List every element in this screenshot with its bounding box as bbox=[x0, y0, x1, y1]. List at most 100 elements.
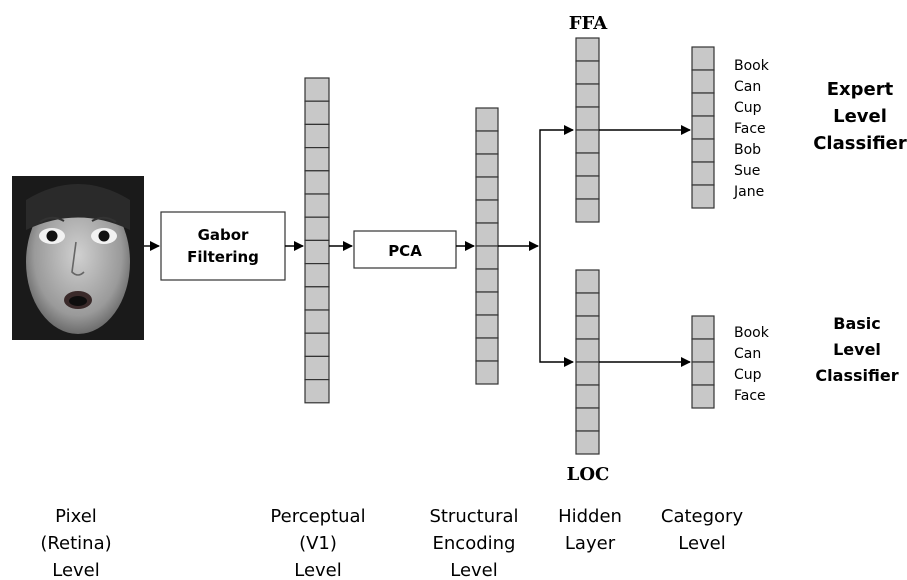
vector-cell bbox=[575, 269, 600, 294]
svg-text:Structural: Structural bbox=[429, 506, 518, 527]
category-label: Cup bbox=[734, 367, 762, 383]
gabor-filtering-box: Gabor Filtering bbox=[160, 211, 286, 281]
vector-cell bbox=[475, 360, 499, 385]
vector-cell bbox=[304, 100, 330, 125]
category-label: Face bbox=[734, 121, 766, 137]
vector-cell bbox=[691, 315, 715, 340]
svg-text:(Retina): (Retina) bbox=[40, 533, 111, 554]
expert-classifier-title: Expert Level Classifier bbox=[813, 79, 907, 154]
vector-cell bbox=[304, 309, 330, 334]
basic-classifier-title: Basic Level Classifier bbox=[815, 314, 898, 385]
vector-cell bbox=[304, 123, 330, 149]
structural-level-label: Structural Encoding Level bbox=[429, 506, 518, 580]
vector-cell bbox=[575, 106, 600, 131]
category-label: Can bbox=[734, 346, 761, 362]
vector-cell bbox=[475, 130, 499, 155]
vector-cell bbox=[304, 193, 330, 218]
vector-cell bbox=[304, 147, 330, 172]
expert-output-vector bbox=[691, 46, 715, 209]
vector-cell bbox=[575, 361, 600, 386]
vector-cell bbox=[304, 332, 330, 358]
vector-cell bbox=[304, 286, 330, 311]
vector-cell bbox=[475, 222, 499, 247]
vector-cell bbox=[691, 384, 715, 409]
category-label: Cup bbox=[734, 100, 762, 116]
vector-cell bbox=[475, 199, 499, 224]
vector-cell bbox=[475, 268, 499, 293]
vector-cell bbox=[691, 69, 715, 94]
vector-cell bbox=[575, 175, 600, 200]
vector-cell bbox=[691, 361, 715, 386]
svg-text:Category: Category bbox=[661, 506, 744, 527]
perceptual-level-label: Perceptual (V1) Level bbox=[270, 506, 365, 580]
vector-cell bbox=[575, 198, 600, 223]
svg-text:Classifier: Classifier bbox=[815, 366, 898, 385]
structural-vector bbox=[475, 107, 499, 385]
vector-cell bbox=[691, 161, 715, 186]
category-label: Sue bbox=[734, 163, 760, 179]
vector-cell bbox=[304, 263, 330, 288]
category-label: Book bbox=[734, 58, 770, 74]
vector-cell bbox=[575, 83, 600, 108]
svg-text:Pixel: Pixel bbox=[55, 506, 97, 527]
perceptual-vector bbox=[304, 77, 330, 404]
vector-cell bbox=[691, 92, 715, 117]
category-label: Book bbox=[734, 325, 770, 341]
ffa-hidden-vector bbox=[575, 37, 600, 223]
svg-text:Encoding: Encoding bbox=[433, 533, 516, 554]
vector-cell bbox=[691, 338, 715, 363]
svg-text:PCA: PCA bbox=[388, 242, 422, 260]
pixel-level-label: Pixel (Retina) Level bbox=[40, 506, 111, 580]
category-label: Face bbox=[734, 388, 766, 404]
svg-text:Level: Level bbox=[294, 560, 342, 580]
ffa-label: FFA bbox=[569, 13, 609, 34]
category-label: Jane bbox=[733, 184, 764, 200]
pca-box: PCA bbox=[353, 230, 457, 269]
svg-text:Hidden: Hidden bbox=[558, 506, 622, 527]
vector-cell bbox=[304, 355, 330, 381]
vector-cell bbox=[304, 239, 330, 265]
svg-text:Level: Level bbox=[450, 560, 498, 580]
vector-cell bbox=[575, 315, 600, 340]
vector-cell bbox=[475, 153, 499, 178]
svg-text:Gabor: Gabor bbox=[198, 226, 249, 244]
svg-text:Basic: Basic bbox=[833, 314, 880, 333]
vector-cell bbox=[304, 379, 330, 404]
vector-cell bbox=[575, 60, 600, 85]
connection-arrows bbox=[144, 125, 691, 367]
category-label: Bob bbox=[734, 142, 761, 158]
vector-cell bbox=[575, 430, 600, 455]
vector-cell bbox=[575, 338, 600, 363]
svg-text:Level: Level bbox=[678, 533, 726, 554]
vector-cell bbox=[691, 115, 715, 140]
svg-text:Level: Level bbox=[833, 340, 881, 359]
vector-cell bbox=[475, 107, 499, 132]
vector-cell bbox=[304, 77, 330, 102]
loc-hidden-vector bbox=[575, 269, 600, 455]
vector-cell bbox=[475, 291, 499, 316]
vector-cell bbox=[475, 245, 499, 270]
basic-output-vector bbox=[691, 315, 715, 409]
face-image bbox=[12, 176, 144, 340]
arrow-split-to-ffa bbox=[539, 125, 574, 246]
svg-text:Filtering: Filtering bbox=[187, 248, 259, 266]
vector-cell bbox=[475, 314, 499, 339]
vector-cell bbox=[575, 384, 600, 409]
category-label: Can bbox=[734, 79, 761, 95]
vector-cell bbox=[575, 37, 600, 62]
arrow-split-to-loc bbox=[539, 246, 574, 367]
svg-text:(V1): (V1) bbox=[299, 533, 337, 554]
hidden-layer-label: Hidden Layer bbox=[558, 506, 622, 554]
loc-label: LOC bbox=[567, 464, 610, 485]
vector-cell bbox=[304, 216, 330, 241]
vector-cell bbox=[575, 292, 600, 317]
vector-cell bbox=[691, 138, 715, 163]
svg-text:Classifier: Classifier bbox=[813, 133, 907, 154]
vector-cell bbox=[575, 407, 600, 432]
vector-cell bbox=[691, 184, 715, 209]
svg-text:Level: Level bbox=[52, 560, 100, 580]
svg-text:Expert: Expert bbox=[827, 79, 894, 100]
